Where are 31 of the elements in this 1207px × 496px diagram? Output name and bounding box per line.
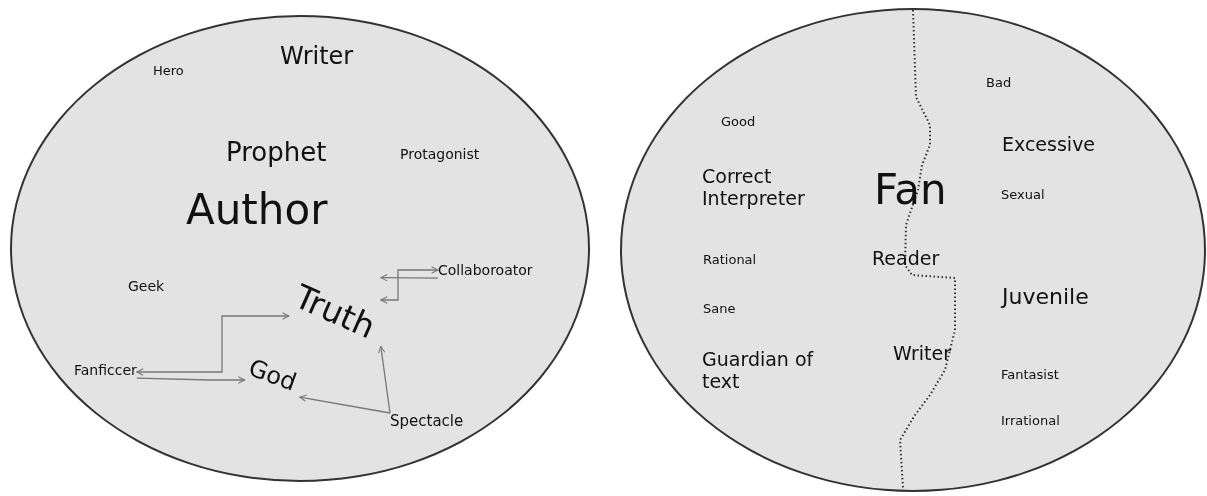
word-label: Excessive [1002,134,1096,156]
word-label: Fantasist [1001,368,1059,383]
word-label: Hero [153,64,184,79]
word-label: Protagonist [400,146,480,163]
word-label: Good [721,115,756,130]
word-label: Writer [893,343,951,365]
word-label: Sane [703,302,736,317]
arrow [380,273,439,282]
word-label: Truth [288,277,381,347]
word-label: Bad [986,76,1012,91]
word-label: Geek [128,278,165,295]
word-label: Guardian of text [702,349,852,393]
arrow [136,312,290,376]
word-label: Fan [874,166,947,215]
arrow [299,394,391,414]
arrow [380,266,439,304]
word-label: God [244,354,300,398]
word-label: Fanficcer [74,362,137,379]
word-label: Reader [872,248,940,270]
word-label: Writer [280,43,354,71]
arrow [136,376,246,384]
word-label: Spectacle [390,413,464,431]
word-label: Sexual [1001,188,1045,203]
word-label: Author [186,186,328,235]
word-label: Rational [703,253,757,268]
word-label: Correct Interpreter [702,166,847,210]
word-label: Prophet [226,138,327,168]
word-label: Irrational [1001,414,1060,429]
word-label: Collaboroator [438,262,533,279]
arrow [378,345,391,414]
word-label: Juvenile [1002,284,1089,310]
